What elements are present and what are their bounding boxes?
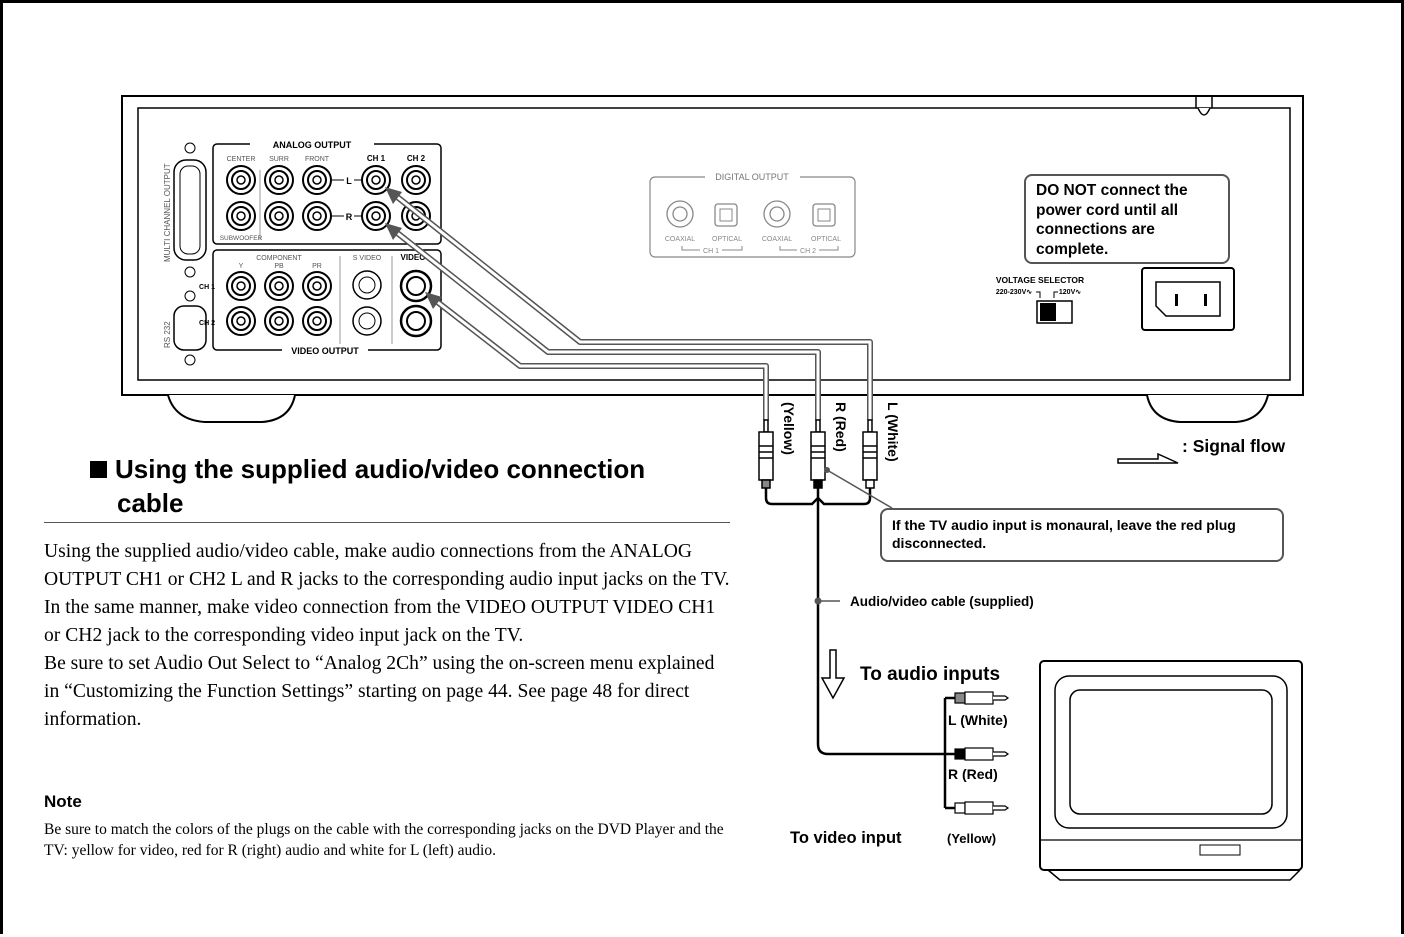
video-output-panel: VIDEO OUTPUT COMPONENT Y PB PR S VIDEO V… (199, 249, 442, 356)
signal-flow-label: : Signal flow (1182, 436, 1285, 456)
multi-channel-label: MULTI CHANNEL OUTPUT (163, 163, 172, 262)
component-y-label: Y (239, 263, 244, 270)
note-text: Be sure to match the colors of the plugs… (44, 821, 724, 859)
power-cord-warning: DO NOT connect the power cord until all … (1024, 174, 1230, 264)
tv-plug-red-label: R (Red) (948, 766, 998, 782)
svideo-ch1-jack (352, 270, 382, 300)
yellow-plug (758, 419, 774, 489)
optical-ch2-label: OPTICAL (811, 236, 841, 243)
section-title: Using the supplied audio/video connectio… (90, 452, 730, 520)
section-title-line2: cable (117, 488, 184, 518)
component-pb-ch1-jack (264, 271, 294, 301)
power-inlet (1141, 267, 1235, 331)
col-surr-label: SURR (269, 156, 289, 163)
rs232-connector: RS 232 (163, 290, 207, 366)
front-r-jack (302, 201, 332, 231)
component-y-ch2-jack (226, 306, 256, 336)
voltage-selector: VOLTAGE SELECTOR 220-230V∿ 120V∿ (996, 275, 1084, 324)
tv-plug-white-label: L (White) (948, 712, 1008, 728)
component-pb-label: PB (274, 263, 284, 270)
surr-r-jack (264, 201, 294, 231)
signal-flow-legend: : Signal flow (1117, 436, 1285, 464)
svideo-label: S VIDEO (353, 255, 382, 262)
coaxial-ch1-label: COAXIAL (665, 236, 695, 243)
digital-output-label: DIGITAL OUTPUT (715, 172, 789, 182)
ch2-l-jack (401, 165, 431, 195)
section-title-line1: Using the supplied audio/video connectio… (115, 454, 646, 484)
instructions-paragraph-1: Using the supplied audio/video cable, ma… (44, 541, 730, 646)
to-audio-inputs-label: To audio inputs (860, 664, 1000, 685)
down-arrow-icon (820, 649, 846, 700)
col-front-label: FRONT (305, 156, 330, 163)
video-label: VIDEO (401, 253, 426, 262)
rca-plugs (758, 419, 878, 489)
section-divider (44, 522, 730, 523)
cable-label-yellow: (Yellow) (781, 402, 797, 455)
col-ch2-label: CH 2 (407, 154, 426, 163)
rs232-label: RS 232 (163, 321, 172, 348)
digital-ch2-label: CH 2 (800, 248, 816, 255)
tv-illustration (1039, 660, 1303, 881)
voltage-low-label: 220-230V∿ (996, 289, 1032, 296)
monaural-note: If the TV audio input is monaural, leave… (880, 508, 1284, 562)
subwoofer-jack (226, 201, 256, 231)
optical-ch1-label: OPTICAL (712, 236, 742, 243)
surr-l-jack (264, 165, 294, 195)
col-center-label: CENTER (227, 156, 256, 163)
video-ch1-label: CH 1 (199, 284, 215, 291)
multi-channel-output-connector: MULTI CHANNEL OUTPUT (163, 142, 207, 278)
square-bullet-icon (90, 461, 107, 478)
tv-plug-yellow-label: (Yellow) (947, 831, 996, 846)
instructions: Using the supplied audio/video cable, ma… (44, 538, 734, 734)
component-pr-ch2-jack (302, 306, 332, 336)
to-video-input-label: To video input (790, 829, 902, 847)
ch1-l-jack (361, 165, 391, 195)
digital-ch1-label: CH 1 (703, 248, 719, 255)
cable-caption: Audio/video cable (supplied) (850, 594, 1034, 609)
analog-output-panel: ANALOG OUTPUT CENTER SURR FRONT CH 1 CH … (212, 138, 442, 245)
white-plug (862, 419, 878, 489)
note-heading: Note (44, 792, 82, 811)
svideo-ch2-jack (352, 306, 382, 336)
cable-label-white: L (White) (885, 402, 901, 462)
l-label: L (346, 176, 352, 186)
video-output-label: VIDEO OUTPUT (291, 346, 359, 356)
instructions-paragraph-2: Be sure to set Audio Out Select to “Anal… (44, 653, 715, 730)
digital-output-panel: DIGITAL OUTPUT COAXIAL OPTICAL COAXIAL O… (649, 170, 856, 258)
center-jack (226, 165, 256, 195)
ch1-r-jack (361, 201, 391, 231)
voltage-high-label: 120V∿ (1059, 289, 1081, 296)
r-label: R (346, 212, 353, 222)
col-ch1-label: CH 1 (367, 154, 386, 163)
analog-output-label: ANALOG OUTPUT (273, 140, 352, 150)
component-pb-ch2-jack (264, 306, 294, 336)
cable-label-red: R (Red) (833, 402, 849, 452)
component-pr-ch1-jack (302, 271, 332, 301)
voltage-selector-label: VOLTAGE SELECTOR (996, 275, 1084, 285)
tv-input-plugs (954, 691, 1010, 815)
coaxial-ch2-label: COAXIAL (762, 236, 792, 243)
video-ch2-jack (399, 304, 433, 338)
subwoofer-label: SUBWOOFER (220, 235, 263, 242)
component-label: COMPONENT (256, 255, 302, 262)
front-l-jack (302, 165, 332, 195)
video-ch1-jack (399, 269, 433, 303)
video-ch2-label: CH 2 (199, 320, 215, 327)
main-cable (816, 488, 960, 756)
red-plug (810, 419, 826, 489)
component-y-ch1-jack (226, 271, 256, 301)
component-pr-label: PR (312, 263, 322, 270)
